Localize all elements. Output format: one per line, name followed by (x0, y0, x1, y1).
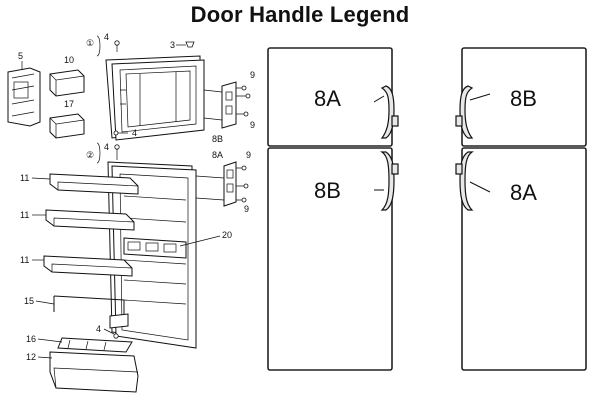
callout-5: 5 (18, 51, 23, 61)
callout-20: 20 (222, 230, 232, 240)
callout-9-d: 9 (244, 204, 249, 214)
callout-11-c: 11 (20, 255, 29, 265)
callout-circle-1: ① (86, 38, 94, 48)
callout-8a: 8A (212, 150, 223, 160)
part-20-panel (123, 237, 187, 259)
callout-15: 15 (24, 296, 34, 306)
callout-9-c: 9 (246, 150, 251, 160)
part-12-bottom-bin (49, 351, 139, 393)
fridge-left-top-handle (380, 85, 395, 139)
part-11-shelf-2 (45, 209, 135, 231)
fridge-right (455, 47, 587, 371)
part-11-shelf-3 (43, 255, 133, 277)
part-11-shelf-1 (49, 173, 139, 195)
fridge-right-top-handle (459, 85, 474, 139)
callout-8b: 8B (212, 134, 223, 144)
exploded-fridge-door (107, 161, 197, 349)
part-8a-hinge-bracket (195, 161, 237, 207)
part-17-door-bin (49, 113, 85, 139)
callout-16: 16 (26, 334, 36, 344)
fridge-right-top-handle-label: 8B (510, 86, 537, 111)
callout-11-a: 11 (20, 173, 29, 183)
callout-9-b: 9 (250, 120, 255, 130)
part-8b-hinge-bracket (203, 81, 237, 129)
callout-9-a: 9 (250, 70, 255, 80)
fridge-left-top-handle-label: 8A (314, 86, 341, 111)
fridge-left (267, 47, 399, 371)
fridge-left-fresh-door (267, 147, 393, 371)
callout-4-top: 4 (104, 32, 109, 42)
callout-3: 3 (170, 40, 175, 50)
fridge-right-fresh-door (461, 147, 587, 371)
page-title: Door Handle Legend (190, 2, 410, 27)
callout-17: 17 (64, 99, 74, 109)
part-16-bin-clip (57, 337, 133, 353)
callout-circle-2: ② (86, 150, 94, 160)
callout-4-upper: 4 (132, 128, 137, 138)
exploded-freezer-door (105, 55, 205, 141)
part-10-door-bin (49, 69, 85, 97)
callout-4-mid: 4 (104, 142, 109, 152)
part-5-bracket (7, 67, 41, 127)
callout-10: 10 (64, 55, 74, 65)
callout-12: 12 (26, 352, 36, 362)
fridge-right-bottom-handle-label: 8A (510, 180, 537, 205)
exploded-parts-view: 5 10 17 ① 4 3 (7, 32, 255, 393)
callout-4-bottom: 4 (96, 324, 101, 334)
fridge-left-bottom-handle-label: 8B (314, 178, 341, 203)
callout-11-b: 11 (20, 210, 29, 220)
